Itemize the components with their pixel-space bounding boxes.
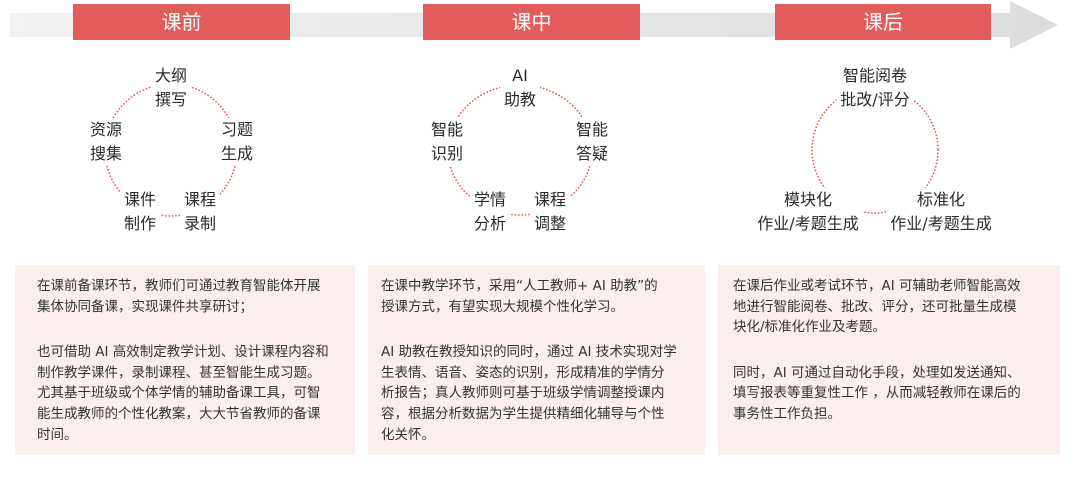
node-ai-assistant: AI 助教 <box>499 64 541 112</box>
node-label-line-1: 模块化 <box>783 190 832 209</box>
node-course-adjustment: 课程 调整 <box>529 188 571 236</box>
description-paragraph: 在课中教学环节，采用“人工教师+ AI 助教”的 授课方式，有望实现大规模个性化… <box>381 276 705 317</box>
node-learning-analysis: 学情 分析 <box>469 188 511 236</box>
node-smart-grading: 智能阅卷 批改/评分 <box>836 64 914 112</box>
node-label-line-2: 撰写 <box>154 90 188 109</box>
node-label-line-1: 课程 <box>183 190 217 209</box>
node-smart-recognition: 智能 识别 <box>426 118 468 166</box>
description-line: 事务性工作负担。 <box>733 405 841 422</box>
node-label-line-1: 学情 <box>473 190 507 209</box>
node-label-line-2: 识别 <box>430 144 464 163</box>
description-line: 也可借助 AI 高效制定教学计划、设计课程内容和 <box>37 344 329 361</box>
node-exercise-generation: 习题 生成 <box>216 118 258 166</box>
node-label-line-2: 答疑 <box>575 144 609 163</box>
description-line: 容，根据分析数据为学生提供精细化辅导与个性 <box>381 405 665 422</box>
phase-header-in-class: 课中 <box>423 4 640 40</box>
node-label-line-2: 助教 <box>503 90 537 109</box>
description-line: 填写报表等重复性工作 ，从而减轻教师在课后的 <box>733 385 1021 402</box>
description-panel-after-class: 在课后作业或考试环节，AI 可辅助老师智能高效 地进行智能阅卷、批改、评分，还可… <box>718 265 1060 455</box>
node-standardized-assignments: 标准化 作业/考题生成 <box>886 188 996 236</box>
description-line: AI 助教在教授知识的同时，通过 AI 技术实现对学 <box>381 344 677 361</box>
description-paragraph: AI 助教在教授知识的同时，通过 AI 技术实现对学 生表情、语音、姿态的识别，… <box>381 342 705 445</box>
node-label-line-1: 资源 <box>89 120 123 139</box>
description-line: 尤其基于班级或个体学情的辅助备课工具，可智 <box>37 385 321 402</box>
description-line: 授课方式，有望实现大规模个性化学习。 <box>381 298 624 315</box>
description-line: 制作教学课件，录制课程、甚至智能生成习题。 <box>37 364 321 381</box>
description-panel-in-class: 在课中教学环节，采用“人工教师+ AI 助教”的 授课方式，有望实现大规模个性化… <box>368 265 705 455</box>
node-label-line-2: 批改/评分 <box>840 90 910 109</box>
description-line: 在课中教学环节，采用“人工教师+ AI 助教”的 <box>381 278 658 294</box>
description-line: 生表情、语音、姿态的识别，形成精准的学情分 <box>381 364 665 381</box>
node-course-recording: 课程 录制 <box>179 188 221 236</box>
description-line: 地进行智能阅卷、批改、评分，还可批量生成模 <box>733 298 1017 315</box>
node-modular-assignments: 模块化 作业/考题生成 <box>753 188 863 236</box>
description-line: 在课前备课环节，教师们可通过教育智能体开展 <box>37 278 321 294</box>
node-label-line-1: 智能阅卷 <box>842 66 907 85</box>
node-label-line-2: 制作 <box>123 214 157 233</box>
node-label-line-1: 课程 <box>533 190 567 209</box>
description-paragraph: 也可借助 AI 高效制定教学计划、设计课程内容和 制作教学课件，录制课程、甚至智… <box>37 342 355 445</box>
node-label-line-2: 作业/考题生成 <box>757 214 859 233</box>
node-label-line-2: 分析 <box>473 214 507 233</box>
node-courseware-creation: 课件 制作 <box>119 188 161 236</box>
node-resource-collection: 资源 搜集 <box>85 118 127 166</box>
description-line: 在课后作业或考试环节，AI 可辅助老师智能高效 <box>733 278 1021 294</box>
description-line: 同时，AI 可通过自动化手段，处理如发送通知、 <box>733 364 1021 381</box>
node-label-line-1: 智能 <box>575 120 609 139</box>
node-label-line-1: 标准化 <box>916 190 965 209</box>
description-line: 集体协同备课，实现课件共享研讨； <box>37 298 253 315</box>
phase-header-after-class: 课后 <box>775 4 991 40</box>
description-line: 能生成教师的个性化教案，大大节省教师的备课 <box>37 405 321 422</box>
node-label-line-1: 课件 <box>123 190 157 209</box>
node-label-line-1: 习题 <box>220 120 254 139</box>
node-label-line-1: AI <box>512 66 528 85</box>
description-line: 时间。 <box>37 426 78 443</box>
node-label-line-2: 调整 <box>533 214 567 233</box>
node-syllabus-writing: 大纲 撰写 <box>150 64 192 112</box>
description-paragraph: 在课后作业或考试环节，AI 可辅助老师智能高效 地进行智能阅卷、批改、评分，还可… <box>733 276 1060 338</box>
description-paragraph: 在课前备课环节，教师们可通过教育智能体开展 集体协同备课，实现课件共享研讨； <box>37 276 355 317</box>
node-label-line-2: 录制 <box>183 214 217 233</box>
node-label-line-2: 作业/考题生成 <box>890 214 992 233</box>
description-line: 化关怀。 <box>381 426 435 443</box>
node-label-line-2: 生成 <box>220 144 254 163</box>
phase-header-before-class: 课前 <box>73 4 290 40</box>
node-label-line-2: 搜集 <box>89 144 123 163</box>
description-line: 析报告；真人教师则可基于班级学情调整授课内 <box>381 385 665 402</box>
description-line: 块化/标准化作业及考题。 <box>733 319 887 336</box>
description-paragraph: 同时，AI 可通过自动化手段，处理如发送通知、 填写报表等重复性工作 ，从而减轻… <box>733 363 1060 425</box>
node-label-line-1: 智能 <box>430 120 464 139</box>
node-label-line-1: 大纲 <box>154 66 188 85</box>
description-panel-before-class: 在课前备课环节，教师们可通过教育智能体开展 集体协同备课，实现课件共享研讨； 也… <box>15 265 355 455</box>
node-smart-qa: 智能 答疑 <box>571 118 613 166</box>
